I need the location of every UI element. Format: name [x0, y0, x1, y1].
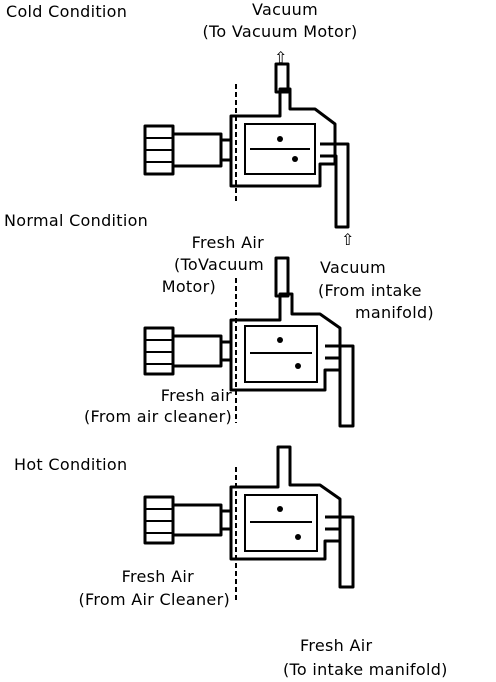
hot-condition-title: Hot Condition	[14, 455, 128, 474]
to-vacuum-motor-label: (To Vacuum Motor)	[202, 22, 358, 41]
fresh-air-in-label: Fresh air	[160, 386, 232, 405]
valve-drawing	[143, 256, 355, 428]
vacuum-intake-label: Vacuum	[320, 258, 386, 277]
to-intake-manifold-label: (To intake manifold)	[283, 660, 448, 679]
normal-condition-title: Normal Condition	[4, 211, 149, 230]
from-air-cleaner-label: (From air cleaner)	[84, 407, 232, 426]
valve-drawing	[143, 445, 355, 602]
vacuum-label: Vacuum	[252, 0, 318, 19]
to-vacuum-label: (ToVacuum	[174, 255, 264, 274]
arrow-up-icon: ⇧	[341, 230, 355, 249]
valve-drawing	[143, 62, 350, 229]
from-intake-label: (From intake	[318, 281, 422, 300]
hot-fresh-air-out-label: Fresh Air	[300, 636, 373, 655]
hot-fresh-air-label: Fresh Air	[121, 567, 194, 586]
motor-label: Motor)	[161, 277, 216, 296]
cold-condition-title: Cold Condition	[6, 2, 128, 21]
manifold-label: manifold)	[355, 303, 434, 322]
arrow-up-icon: ⇧	[274, 48, 288, 67]
fresh-air-label: Fresh Air	[191, 233, 264, 252]
hot-from-air-cleaner-label: (From Air Cleaner)	[78, 590, 230, 609]
